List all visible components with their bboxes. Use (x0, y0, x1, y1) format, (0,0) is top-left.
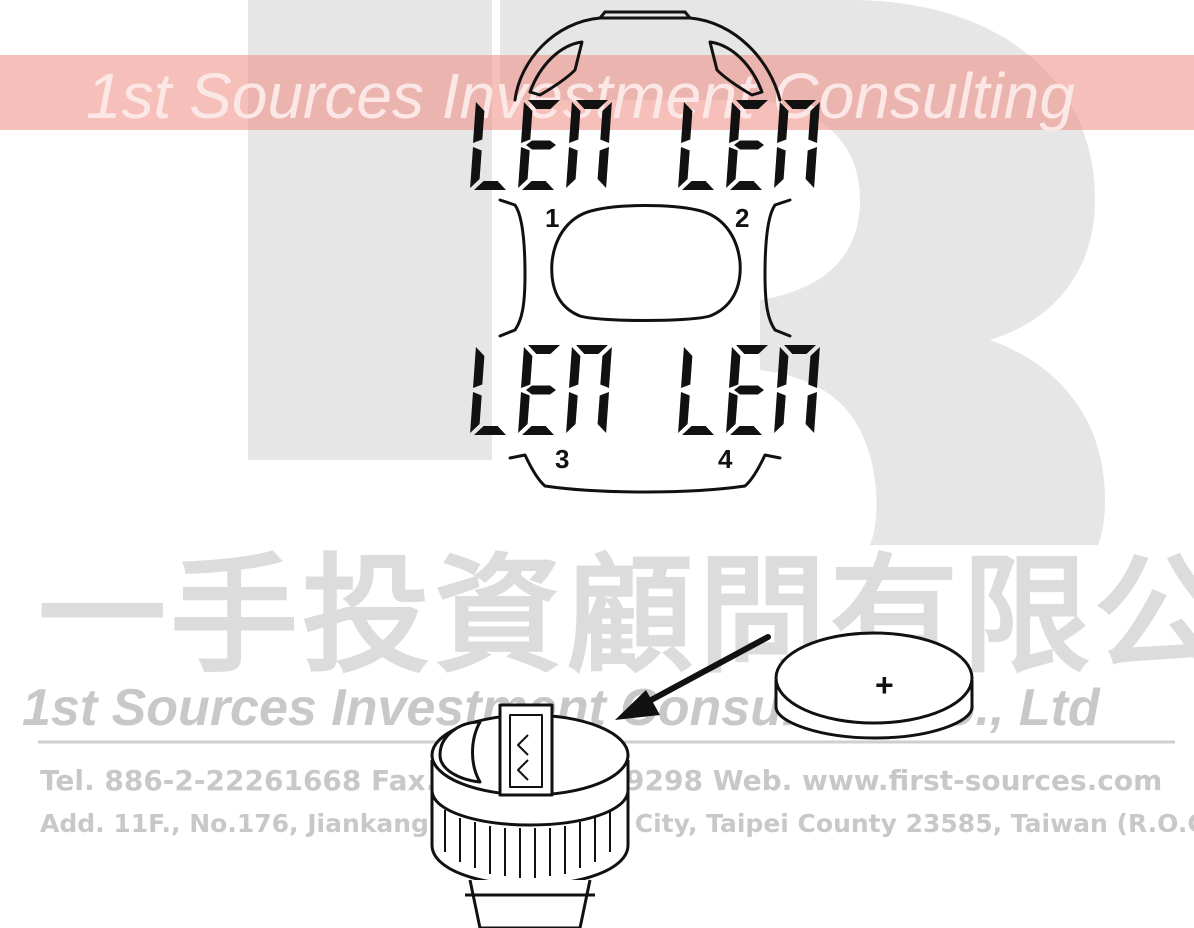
lcd-segment (566, 147, 578, 188)
lcd-segment (597, 392, 609, 433)
lcd-readout-4 (678, 345, 820, 435)
lcd-segment (522, 426, 554, 435)
arrow-icon (615, 634, 771, 720)
lcd-segment (470, 392, 482, 433)
lcd-segment (566, 392, 578, 433)
lcd-segment (473, 347, 485, 388)
lcd-readout-3 (470, 345, 612, 435)
lcd-segment (808, 102, 820, 143)
lcd-display-icon (498, 10, 792, 494)
lcd-segment (518, 147, 530, 188)
battery-icon: + (774, 631, 974, 740)
lcd-segment (734, 385, 764, 395)
lcd-readout-1 (470, 100, 612, 190)
lcd-segment (528, 345, 560, 354)
lcd-segment (600, 347, 612, 388)
lcd-segment (521, 102, 533, 143)
battery-polarity-mark: + (875, 667, 894, 703)
lcd-segment (777, 102, 789, 143)
watermark-band: 1st Sources Investment Consulting (0, 55, 1194, 132)
lcd-segment (729, 102, 741, 143)
lcd-segment (736, 345, 768, 354)
lcd-segment (730, 426, 762, 435)
lcd-segment (734, 140, 764, 150)
lcd-segment (576, 345, 608, 354)
readout-label-2: 2 (735, 203, 749, 233)
readout-label-4: 4 (718, 444, 733, 474)
lcd-segment (726, 392, 738, 433)
lcd-segment (522, 181, 554, 190)
sensor-labels: 1 2 3 4 (545, 203, 749, 474)
lcd-segment (682, 181, 714, 190)
lcd-segment (678, 392, 690, 433)
readout-label-3: 3 (555, 444, 569, 474)
lcd-segment (774, 392, 786, 433)
lcd-segment (569, 347, 581, 388)
lcd-segment (474, 181, 506, 190)
lcd-segment (576, 100, 608, 109)
lcd-segment (518, 392, 530, 433)
lcd-segment (784, 345, 816, 354)
lcd-segment (470, 147, 482, 188)
lcd-segment (730, 181, 762, 190)
lcd-segment (777, 347, 789, 388)
lcd-segment (726, 147, 738, 188)
lcd-readout-2 (678, 100, 820, 190)
lcd-segment (681, 347, 693, 388)
lcd-segment (474, 426, 506, 435)
lcd-segment (526, 385, 556, 395)
lcd-segment (784, 100, 816, 109)
lcd-segment (682, 426, 714, 435)
lcd-segment (473, 102, 485, 143)
lcd-segment (805, 392, 817, 433)
watermark-chinese-name: 一手投資顧問有限公司 (38, 545, 1194, 688)
readout-label-1: 1 (545, 203, 559, 233)
lcd-segment (736, 100, 768, 109)
watermark-top-line: 1st Sources Investment Consulting (86, 60, 1075, 132)
lcd-segment (729, 347, 741, 388)
lcd-segment (774, 147, 786, 188)
lcd-segment (569, 102, 581, 143)
lcd-segment (597, 147, 609, 188)
lcd-readouts (470, 100, 820, 435)
lcd-segment (600, 102, 612, 143)
valve-cap-icon (430, 703, 630, 928)
lcd-segment (521, 347, 533, 388)
lcd-segment (805, 147, 817, 188)
lcd-segment (526, 140, 556, 150)
lcd-segment (808, 347, 820, 388)
lcd-segment (681, 102, 693, 143)
lcd-segment (678, 147, 690, 188)
lcd-segment (528, 100, 560, 109)
